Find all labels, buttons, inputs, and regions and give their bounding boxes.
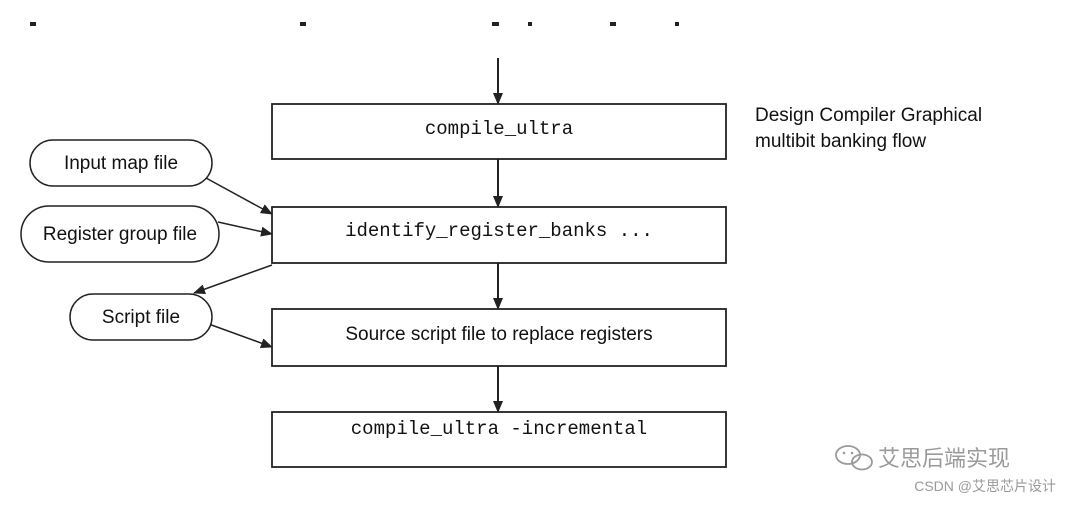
step-compile-ultra-box: [271, 103, 727, 160]
step-identify-register-banks-box: [271, 206, 727, 264]
register-group-file-pill: [20, 205, 220, 263]
cropped-text-fragments: [30, 22, 679, 26]
caption-line-1: Design Compiler Graphical: [755, 105, 982, 126]
step-compile-ultra-incremental-label: compile_ultra -incremental: [351, 418, 647, 440]
wechat-icon: [835, 445, 873, 471]
caption-line-2: multibit banking flow: [755, 131, 926, 152]
watermark-main-text: 艾思后端实现: [878, 447, 1010, 472]
arrow-register-group-to-identify: [217, 221, 273, 237]
step-compile-ultra-label: compile_ultra: [425, 118, 573, 140]
step-source-script-label: Source script file to replace registers: [345, 324, 652, 345]
arrow-script-file-to-source: [205, 322, 273, 348]
input-map-file-label: Input map file: [64, 153, 178, 174]
register-group-file-label: Register group file: [43, 224, 197, 245]
script-file-label: Script file: [102, 307, 180, 328]
step-identify-register-banks-label: identify_register_banks ...: [345, 220, 653, 242]
arrow-identify-to-script-file: [193, 264, 273, 294]
step-source-script-box: [271, 308, 727, 367]
step-compile-ultra-incremental-box: [271, 411, 727, 468]
watermark-sub-text: CSDN @艾思芯片设计: [914, 478, 1056, 494]
input-map-file-pill: [29, 139, 213, 187]
script-file-pill: [69, 293, 213, 341]
arrow-input-map-to-identify: [205, 177, 273, 215]
